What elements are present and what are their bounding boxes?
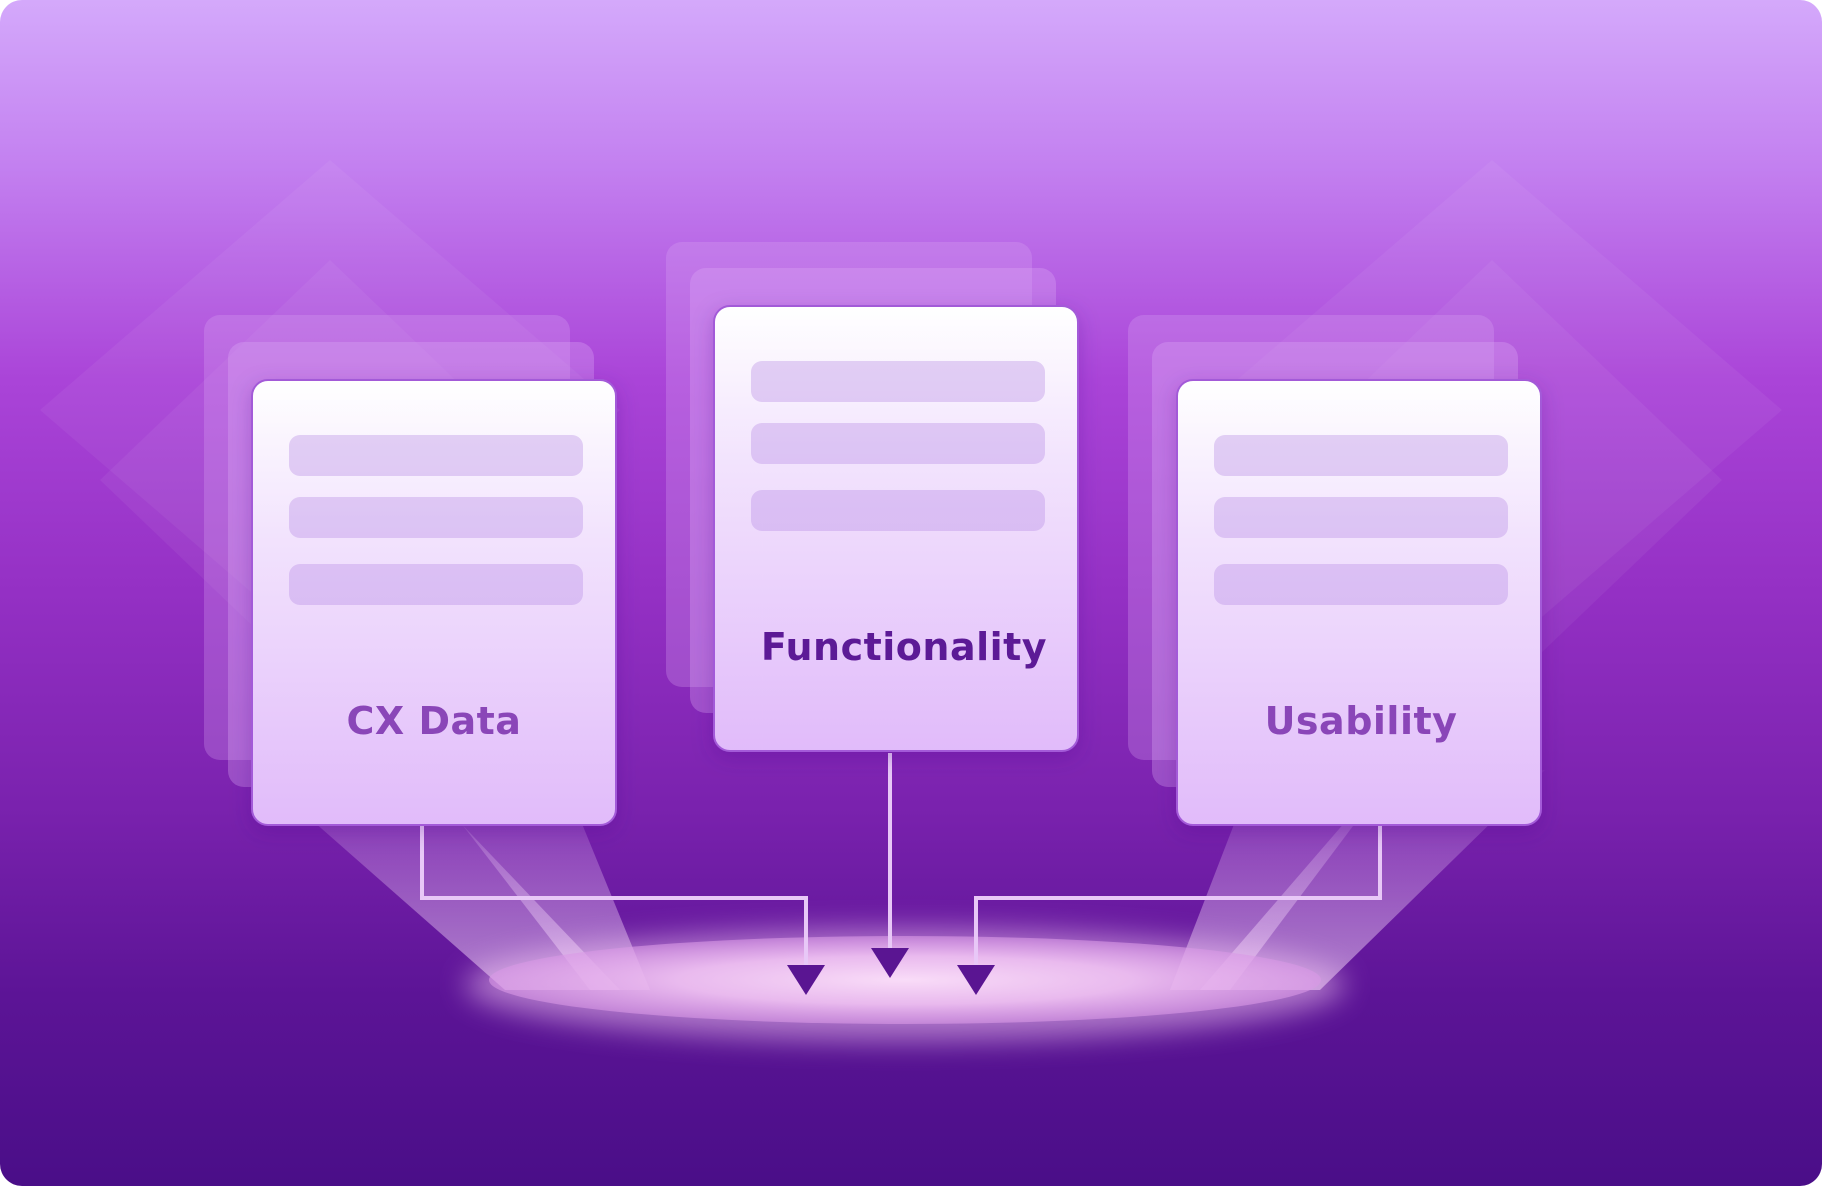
text-line-placeholder: [1214, 497, 1508, 538]
arrow-down-icon: [871, 948, 909, 978]
card-label-functionality: Functionality: [761, 625, 1047, 669]
text-line-placeholder: [751, 490, 1045, 531]
card-label-cx-data: CX Data: [347, 699, 522, 743]
arrow-heads: [787, 948, 995, 995]
card-functionality: [713, 305, 1079, 752]
card-cx-data: [251, 379, 617, 826]
card-stack-cx-data: CX Data: [204, 315, 617, 826]
connector-lines: [420, 753, 1382, 975]
text-line-placeholder: [289, 435, 583, 476]
text-line-placeholder: [751, 423, 1045, 464]
card-label-usability: Usability: [1265, 699, 1458, 743]
platform: [465, 929, 1345, 1041]
text-line-placeholder: [289, 564, 583, 605]
connector-cx-data: [420, 825, 808, 975]
connector-usability: [974, 825, 1382, 975]
card-stack-functionality: Functionality: [666, 242, 1079, 752]
text-line-placeholder: [751, 361, 1045, 402]
text-line-placeholder: [1214, 435, 1508, 476]
arrow-down-icon: [957, 965, 995, 995]
card-usability: [1176, 379, 1542, 826]
arrow-down-icon: [787, 965, 825, 995]
text-line-placeholder: [289, 497, 583, 538]
text-line-placeholder: [1214, 564, 1508, 605]
card-stack-usability: Usability: [1128, 315, 1542, 826]
